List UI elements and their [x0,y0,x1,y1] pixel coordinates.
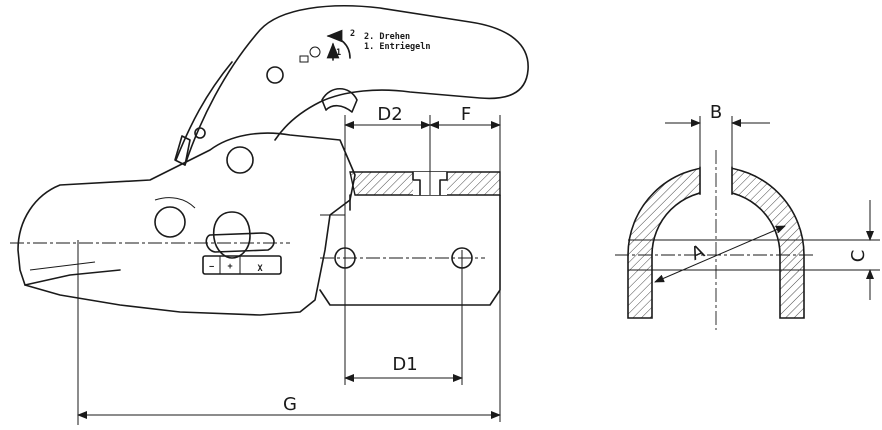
step-2-text: 2. Drehen [364,32,410,42]
coupling-housing [17,132,356,316]
cross-section: B A C [615,102,880,330]
dimension-lines: D2 F D1 G [77,104,501,425]
indicator-minus: − [209,262,214,272]
dimension-a: A [688,241,708,265]
indicator-plus: + [227,262,232,272]
dimension-g: G [283,394,297,415]
arrow-2-label: 2 [350,29,355,39]
dimension-f: F [461,104,471,125]
arrow-1-label: 1 [336,48,341,58]
indicator-x: X [257,264,262,274]
dimension-c: C [848,250,869,263]
dimension-d2: D2 [377,104,402,125]
wear-indicator: − + X [202,211,282,275]
dimension-d1: D1 [392,354,417,375]
operating-instructions: 2 1 2. Drehen 1. Entriegeln [299,29,431,63]
dimension-b: B [710,102,722,123]
handle-lever [174,5,529,166]
flange-section [319,171,501,306]
step-1-text: 1. Entriegeln [364,41,431,52]
